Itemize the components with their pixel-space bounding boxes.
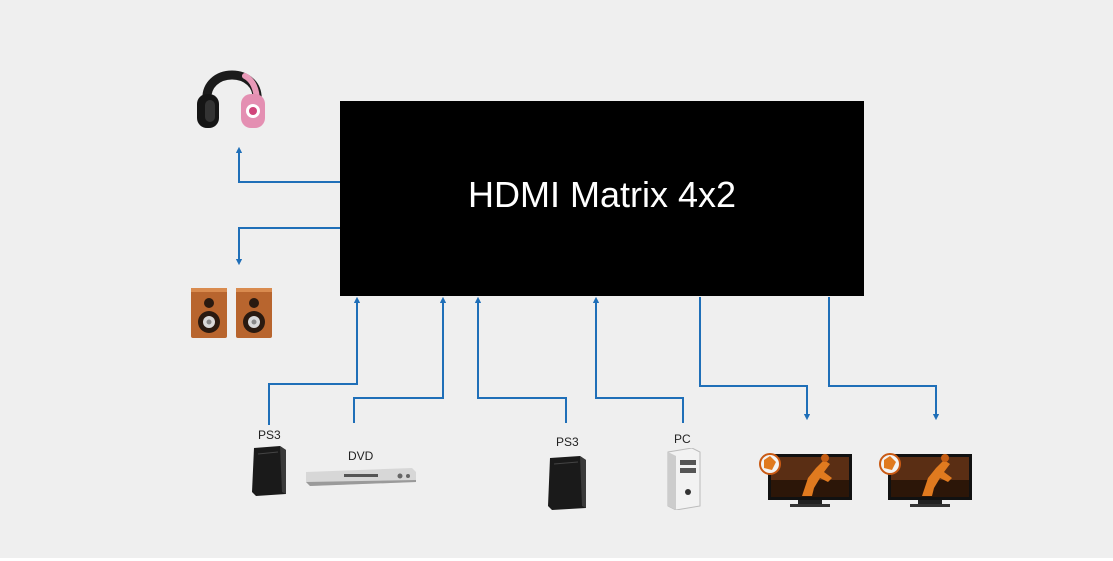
source-label-ps3-2: PS3: [556, 435, 579, 449]
dvd-player-icon: [306, 468, 416, 486]
ps3-console-icon: [548, 456, 586, 510]
wire-tv-1: [699, 297, 811, 421]
headphones-icon: [197, 70, 265, 128]
wire-ps3-2: [474, 296, 567, 423]
source-label-pc: PC: [674, 432, 691, 446]
hdmi-matrix-box: HDMI Matrix 4x2: [340, 101, 864, 296]
ps3-console-icon: [252, 446, 286, 496]
wire-dvd: [353, 296, 447, 423]
matrix-title: HDMI Matrix 4x2: [467, 173, 737, 215]
tv-display-icon: [879, 453, 972, 507]
wire-pc: [592, 296, 684, 423]
wire-speakers: [235, 227, 340, 266]
wire-ps3-1: [268, 296, 361, 425]
source-label-ps3-1: PS3: [258, 428, 281, 442]
speakers-icon: [191, 288, 272, 338]
tv-display-icon: [759, 453, 852, 507]
source-label-dvd: DVD: [348, 449, 374, 463]
wire-tv-2: [828, 297, 940, 421]
pc-tower-icon: [667, 448, 701, 510]
wire-headphones: [235, 146, 340, 183]
